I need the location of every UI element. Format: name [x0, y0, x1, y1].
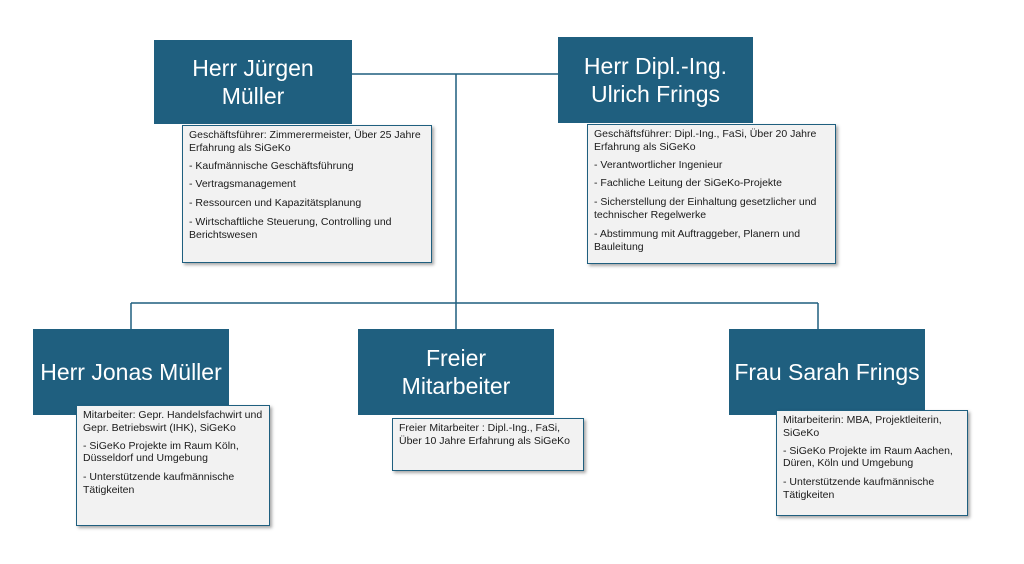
- task-item: - Verantwortlicher Ingenieur: [594, 158, 723, 171]
- task-item: - Wirtschaftliche Steuerung, Controlling…: [189, 215, 392, 241]
- name-line: Mitarbeiter: [401, 373, 511, 399]
- task-item: - SiGeKo Projekte im Raum Aachen, Düren,…: [783, 444, 953, 470]
- name-line: Herr Jonas Müller: [40, 358, 222, 385]
- name-line: Herr Dipl.-Ing.: [583, 52, 728, 79]
- name-line: Müller: [221, 83, 285, 109]
- name-box-sarah-frings: Frau Sarah Frings: [729, 329, 925, 415]
- task-item: - Unterstützende kaufmännische Tätigkeit…: [783, 476, 935, 501]
- role-header: Mitarbeiter: Gepr. Handelsfachwirt und G…: [83, 409, 263, 434]
- task-item: - Vertragsmanagement: [189, 178, 296, 191]
- name-box-juergen-mueller: Herr Jürgen Müller: [154, 40, 352, 124]
- name-box-ulrich-frings: Herr Dipl.-Ing. Ulrich Frings: [558, 37, 753, 123]
- task-item: - Unterstützende kaufmännische Tätigkeit…: [83, 471, 235, 496]
- name-line: Ulrich Frings: [590, 81, 721, 107]
- task-item: - Fachliche Leitung der SiGeKo-Projekte: [594, 177, 782, 190]
- role-header: Mitarbeiterin: MBA, Projektleiterin, SiG…: [783, 414, 942, 439]
- name-box-jonas-mueller: Herr Jonas Müller: [33, 329, 229, 415]
- task-item: - Ressourcen und Kapazitätsplanung: [189, 197, 362, 210]
- task-item: - Kaufmännische Geschäftsführung: [189, 159, 354, 172]
- name-line: Herr Jürgen: [192, 54, 314, 81]
- desc-card-jonas-mueller: Mitarbeiter: Gepr. Handelsfachwirt und G…: [76, 405, 270, 526]
- name-line: Frau Sarah Frings: [734, 358, 920, 385]
- desc-card-juergen-mueller: Geschäftsführer: Zimmerermeister, Über 2…: [182, 125, 432, 263]
- desc-card-freier-mitarbeiter: Freier Mitarbeiter : Dipl.-Ing., FaSi, Ü…: [392, 418, 584, 471]
- name-box-freier-mitarbeiter: Freier Mitarbeiter: [358, 329, 554, 415]
- role-header: Geschäftsführer: Zimmerermeister, Über 2…: [189, 129, 421, 154]
- desc-card-ulrich-frings: Geschäftsführer: Dipl.-Ing., FaSi, Über …: [587, 124, 836, 264]
- task-item: - Abstimmung mit Auftraggeber, Planern u…: [594, 227, 801, 253]
- name-line: Freier: [425, 344, 487, 371]
- desc-card-sarah-frings: Mitarbeiterin: MBA, Projektleiterin, SiG…: [776, 410, 968, 516]
- role-header: Geschäftsführer: Dipl.-Ing., FaSi, Über …: [594, 128, 817, 153]
- role-header: Freier Mitarbeiter : Dipl.-Ing., FaSi, Ü…: [399, 422, 571, 447]
- task-item: - SiGeKo Projekte im Raum Köln, Düsseldo…: [83, 439, 239, 465]
- task-item: - Sicherstellung der Einhaltung gesetzli…: [594, 196, 817, 221]
